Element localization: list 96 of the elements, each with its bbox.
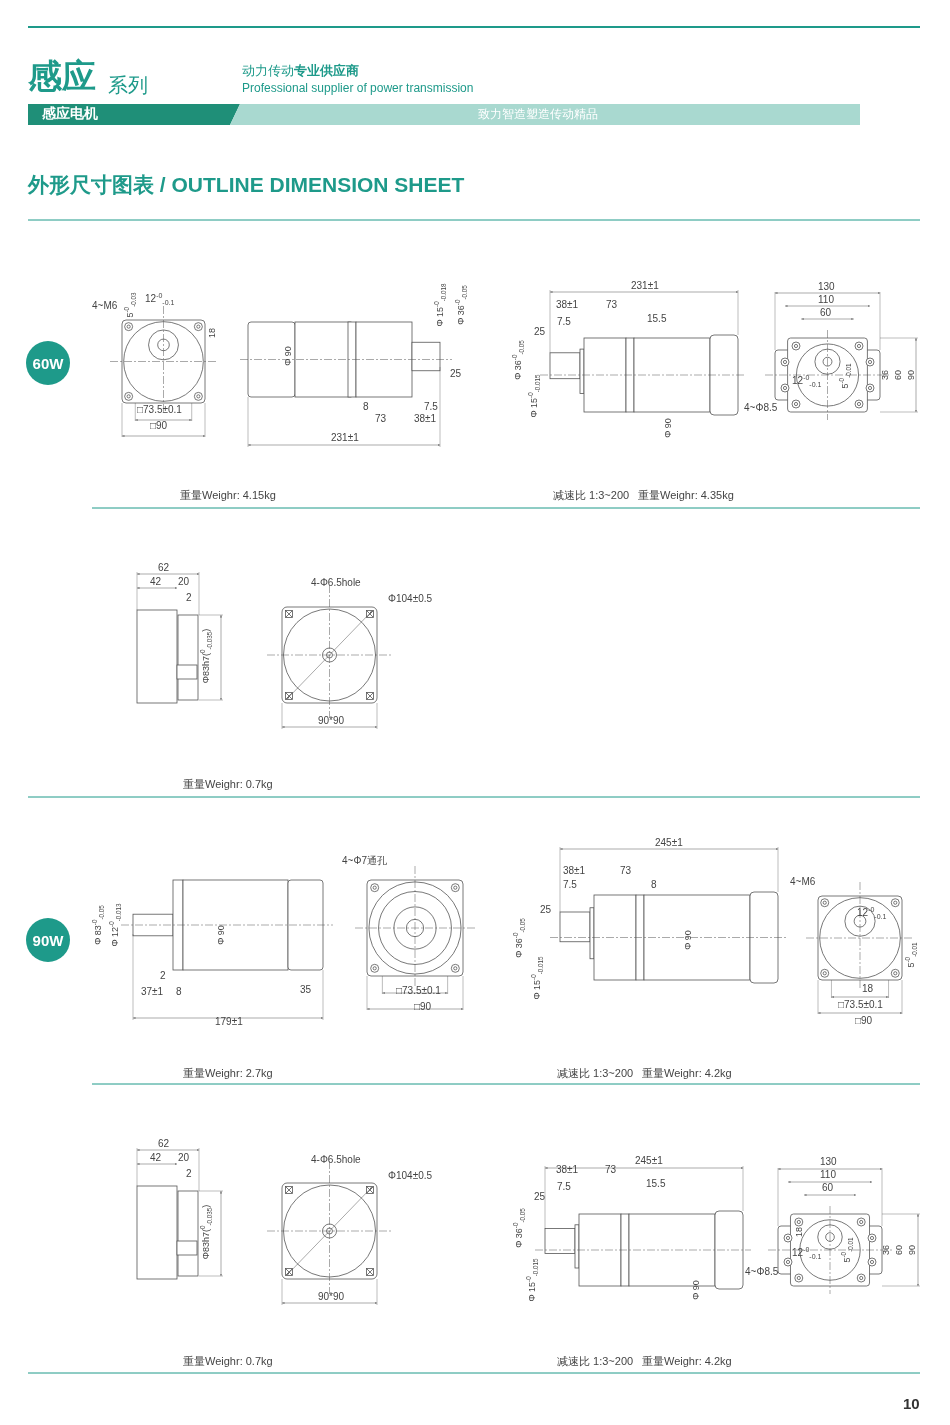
dimension-label: 2 [160, 970, 166, 981]
series-heading: 感应 [28, 58, 96, 96]
dimension-label: 35 [300, 984, 312, 995]
dimension-label: Φ 90 [284, 346, 294, 366]
dimension-label: □90 [855, 1015, 873, 1026]
slogan: 致力智造塑造传动精品 [478, 108, 598, 122]
dimension-label: 42 [150, 576, 162, 587]
dimension-label: 38±1 [414, 413, 437, 424]
dimension-label: 7.5 [557, 1181, 571, 1192]
dimension-label: 60 [894, 370, 904, 380]
dimension-label: 36 [881, 370, 891, 380]
dimension-label: 18 [862, 983, 874, 994]
product-line-label: 感应电机 [42, 106, 98, 122]
dimension-label: Φ 90 [692, 1280, 702, 1300]
weight-note: 重量Weighr: 4.35kg [638, 489, 734, 502]
dimension-label: 4~M6 [92, 300, 118, 311]
dimension-label: 73 [606, 299, 618, 310]
dimension-label: 90*90 [318, 1291, 345, 1302]
dimension-label: 38±1 [556, 299, 579, 310]
badge [26, 341, 70, 385]
dimension-label: 90 [907, 370, 917, 380]
dimension-label: Φ 90 [217, 925, 227, 945]
dimension-label: 231±1 [631, 280, 659, 291]
dimension-label: 245±1 [655, 837, 683, 848]
dimension-label: 60 [895, 1245, 905, 1255]
dimension-label: □90 [150, 420, 168, 431]
dimension-label: Φ 90 [664, 418, 674, 438]
dimension-label: 15.5 [647, 313, 667, 324]
dimension-label: 36 [882, 1245, 892, 1255]
dimension-label: 4-Φ6.5hole [311, 1154, 361, 1165]
dimension-label: □73.5±0.1 [396, 985, 441, 996]
dimension-label: 8 [363, 401, 369, 412]
dimension-label: 38±1 [556, 1164, 579, 1175]
dimension-label: Φ 90 [684, 930, 694, 950]
weight-note: 重量Weighr: 0.7kg [183, 1355, 273, 1368]
dimension-label: 110 [818, 294, 834, 305]
dimension-label: 4~Φ8.5 [744, 402, 778, 413]
dimension-label: 4~M6 [790, 876, 816, 887]
dimension-label: □90 [414, 1001, 432, 1012]
dimension-label: 20 [178, 1152, 190, 1163]
dimension-label: 37±1 [141, 986, 164, 997]
dimension-label: 7.5 [424, 401, 438, 412]
dimension-label: 4~Φ7通孔 [342, 855, 387, 866]
dimension-label: Φ104±0.5 [388, 1170, 433, 1181]
dimension-label: 7.5 [563, 879, 577, 890]
dimension-label: 179±1 [215, 1016, 243, 1027]
weight-note: 重量Weighr: 4.2kg [642, 1355, 732, 1368]
dimension-label: 25 [540, 904, 552, 915]
weight-note: 重量Weighr: 4.2kg [642, 1067, 732, 1080]
section-title: 外形尺寸图表 / OUTLINE DIMENSION SHEET [28, 173, 465, 197]
dimension-label: 110 [820, 1169, 836, 1180]
dimension-label: □73.5±0.1 [838, 999, 883, 1010]
dimension-label: 130 [818, 281, 835, 292]
page-number: 10 [903, 1396, 920, 1413]
dimension-label: 42 [150, 1152, 162, 1163]
weight-note: 减速比 1:3~200 [557, 1355, 634, 1368]
dimension-label: 73 [605, 1164, 617, 1175]
dimension-label: 73 [375, 413, 387, 424]
dimension-label: 38±1 [563, 865, 586, 876]
dimension-label: □73.5±0.1 [137, 404, 182, 415]
dimension-label: 62 [158, 1138, 170, 1149]
dimension-label: 62 [158, 562, 170, 573]
dimension-label: 7.5 [557, 316, 571, 327]
tagline: 动力传动专业供应商 [242, 64, 359, 79]
dimension-label: 18 [208, 328, 218, 338]
dimension-label: 90 [908, 1245, 918, 1255]
dimension-label: 8 [651, 879, 657, 890]
dimension-label: 245±1 [635, 1155, 663, 1166]
dimension-label: 20 [178, 576, 190, 587]
dimension-label: 73 [620, 865, 632, 876]
weight-note: 重量Weighr: 2.7kg [183, 1067, 273, 1080]
dimension-label: 60 [822, 1182, 834, 1193]
dimension-label: 25 [450, 368, 462, 379]
badge [26, 918, 70, 962]
dimension-label: 4-Φ6.5hole [311, 577, 361, 588]
dimension-label: 2 [186, 1168, 192, 1179]
weight-note: 减速比 1:3~200 [553, 489, 630, 502]
dimension-label: 25 [534, 1191, 546, 1202]
series-label: 90W [32, 931, 64, 949]
weight-note: 重量Weighr: 0.7kg [183, 778, 273, 791]
weight-note: 重量Weighr: 4.15kg [180, 489, 276, 502]
dimension-label: 231±1 [331, 432, 359, 443]
tagline: Professional supplier of power transmission [242, 82, 474, 96]
series-label: 60W [32, 354, 64, 372]
dimension-label: 15.5 [646, 1178, 666, 1189]
dimension-label: 130 [820, 1156, 837, 1167]
dimension-label: 25 [534, 326, 546, 337]
dimension-label: 90*90 [318, 715, 345, 726]
dimension-label: 2 [186, 592, 192, 603]
dimension-label: 18 [795, 1227, 805, 1237]
dimension-label: Φ104±0.5 [388, 593, 433, 604]
series-heading: 系列 [108, 74, 148, 96]
dimension-label: 4~Φ8.5 [745, 1266, 779, 1277]
dimension-label: 8 [176, 986, 182, 997]
dimension-label: 60 [820, 307, 832, 318]
weight-note: 减速比 1:3~200 [557, 1067, 634, 1080]
